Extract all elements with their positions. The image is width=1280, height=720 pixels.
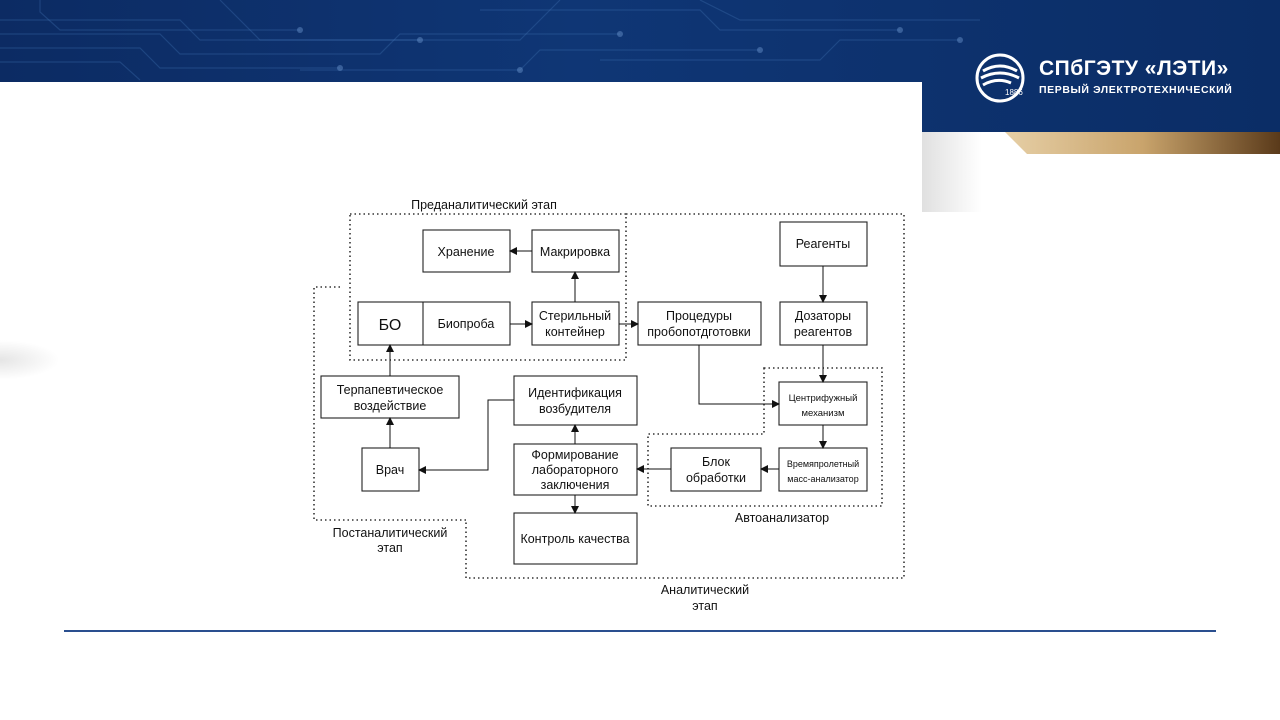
org-subtitle: ПЕРВЫЙ ЭЛЕКТРОТЕХНИЧЕСКИЙ xyxy=(1039,84,1233,96)
analytic-label-line1: Аналитический xyxy=(661,583,749,597)
marking-block xyxy=(531,229,620,273)
processing-label-line2: обработки xyxy=(686,471,746,485)
centrifuge-block xyxy=(778,381,868,426)
procedures-label-line1: Процедуры xyxy=(666,309,732,323)
sterile-label-line1: Стерильный xyxy=(539,309,611,323)
autoanalyzer-boundary xyxy=(647,367,883,507)
panel-shadow xyxy=(922,132,982,212)
left-shadow xyxy=(0,340,60,380)
autoanalyzer-label: Автоанализатор xyxy=(735,511,829,525)
university-logo: 1886 СПбГЭТУ «ЛЭТИ» ПЕРВЫЙ ЭЛЕКТРОТЕХНИЧ… xyxy=(975,53,1265,105)
therapy-label-line2: воздействие xyxy=(354,399,427,413)
arrow-procedures-to-centrifuge xyxy=(698,345,780,408)
tof-label-line1: Времяпролетный xyxy=(787,459,859,469)
postanalytic-label-line1: Постаналитический xyxy=(333,526,448,540)
conclusion-block xyxy=(513,443,638,496)
doctor-label: Врач xyxy=(376,463,404,477)
dosers-block xyxy=(779,301,868,346)
identification-label-line2: возбудителя xyxy=(539,402,611,416)
processing-block xyxy=(670,447,762,492)
bo-label: БО xyxy=(379,317,402,334)
conclusion-label-line2: лабораторного xyxy=(532,463,619,477)
dosers-label-line1: Дозаторы xyxy=(795,309,851,323)
footer-rule xyxy=(64,630,1216,632)
centrifuge-label-line2: механизм xyxy=(802,408,845,419)
storage-block xyxy=(422,229,511,273)
dosers-label-line2: реагентов xyxy=(794,325,853,339)
analytic-boundary xyxy=(465,213,905,579)
gold-accent-strip xyxy=(1005,132,1280,154)
postanalytic-label-line2: этап xyxy=(377,541,402,555)
tof-label-line2: масс-анализатор xyxy=(787,474,858,484)
doctor-block xyxy=(361,447,420,492)
bioprobe-block xyxy=(357,301,511,346)
procedures-label-line2: пробопотдготовки xyxy=(647,325,750,339)
preanalytic-boundary xyxy=(349,213,627,361)
sterile-container-block xyxy=(531,301,620,346)
emblem-icon: 1886 xyxy=(975,53,1025,103)
tof-analyzer-block xyxy=(778,447,868,492)
conclusion-label-line1: Формирование xyxy=(531,448,618,462)
marking-label: Макрировка xyxy=(540,245,610,259)
procedures-block xyxy=(637,301,762,346)
arrow-identification-to-doctor xyxy=(418,399,514,474)
reagents-block xyxy=(779,221,868,267)
therapy-label-line1: Терпапевтическое xyxy=(337,383,444,397)
identification-block xyxy=(513,375,638,426)
conclusion-label-line3: заключения xyxy=(541,478,610,492)
logo-year: 1886 xyxy=(1005,88,1023,97)
sterile-label-line2: контейнер xyxy=(545,325,605,339)
org-name: СПбГЭТУ «ЛЭТИ» xyxy=(1039,57,1229,80)
quality-label: Контроль качества xyxy=(520,532,629,546)
analytic-label-line2: этап xyxy=(692,599,717,613)
identification-label-line1: Идентификация xyxy=(528,386,622,400)
bioprobe-label: Биопроба xyxy=(438,317,495,331)
storage-label: Хранение xyxy=(438,245,495,259)
reagents-label: Реагенты xyxy=(796,237,851,251)
centrifuge-label-line1: Центрифужный xyxy=(789,393,858,404)
therapy-block xyxy=(320,375,460,419)
content-panel xyxy=(0,82,922,642)
preanalytic-label: Преданалитический этап xyxy=(411,198,557,212)
processing-label-line1: Блок xyxy=(702,455,730,469)
circuit-pattern xyxy=(0,0,980,81)
